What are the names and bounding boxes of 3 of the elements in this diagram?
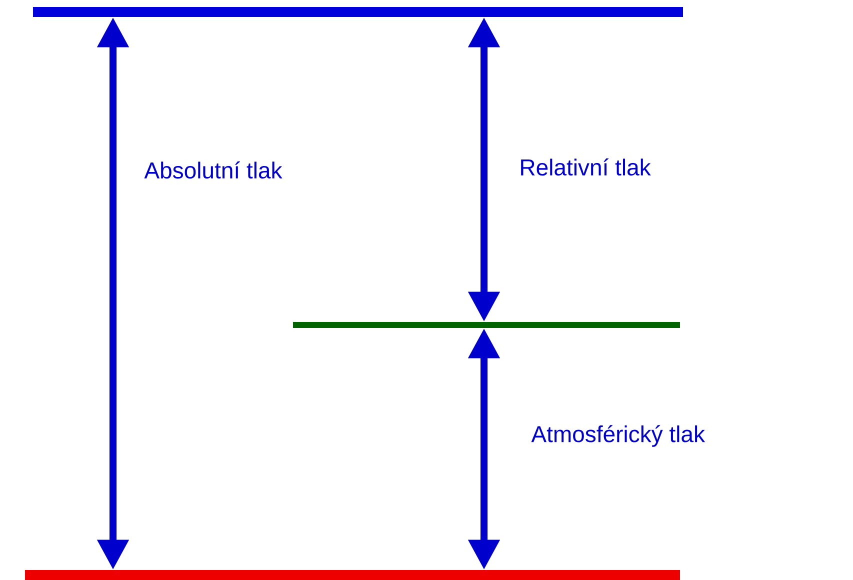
edge-label: Absolutní tlak <box>143 160 284 180</box>
edge-label: Atmosférický tlak <box>530 424 706 448</box>
edge-label: Relativní tlak <box>518 157 652 177</box>
